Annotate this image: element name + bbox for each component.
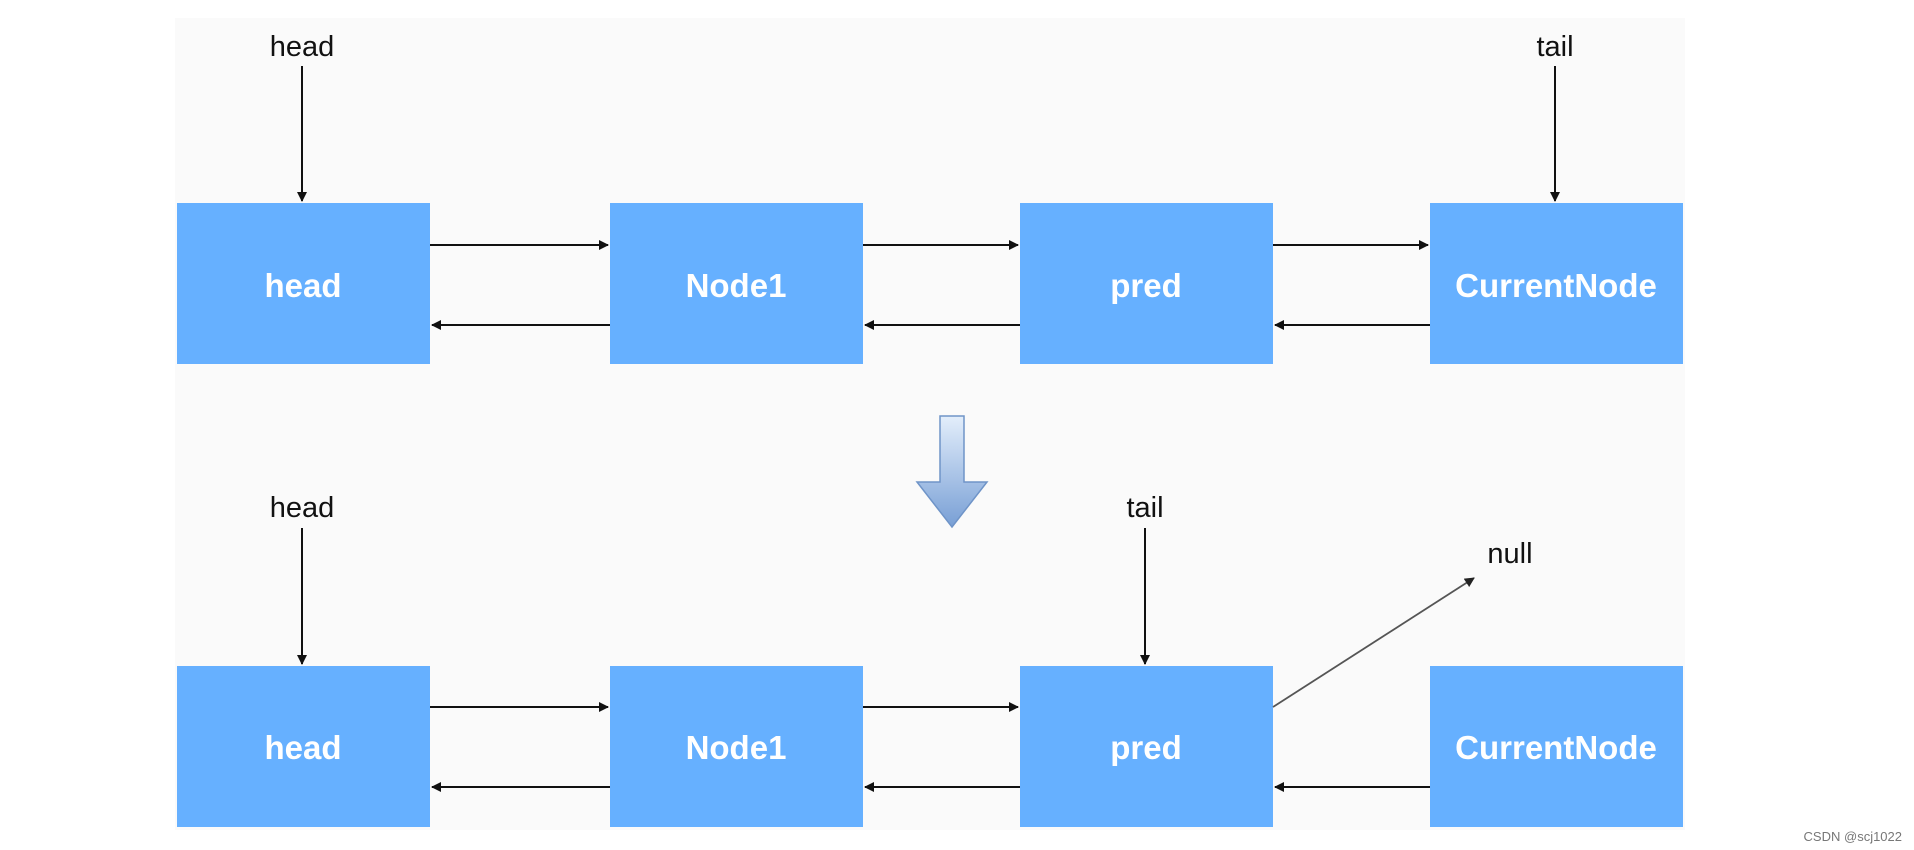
node-box [610, 666, 863, 827]
down-arrow-icon [915, 415, 989, 529]
node-label: CurrentNode [1455, 729, 1657, 766]
node-label: pred [1110, 267, 1182, 304]
node-box [177, 203, 430, 364]
node-label: CurrentNode [1455, 267, 1657, 304]
tail-pointer-label: tail [1126, 492, 1163, 524]
node-box [1020, 666, 1273, 827]
null-arrow [1272, 577, 1475, 708]
node-label: Node1 [686, 267, 787, 304]
before-diagram: head Node1 pred CurrentNode head tail [177, 31, 1683, 364]
watermark: CSDN @scj1022 [1803, 829, 1902, 844]
node-box [610, 203, 863, 364]
head-pointer-label: head [270, 31, 335, 63]
node-label: head [264, 729, 341, 766]
node-box [1430, 203, 1683, 364]
null-label: null [1487, 538, 1532, 570]
tail-pointer-label: tail [1536, 31, 1573, 63]
head-pointer-label: head [270, 492, 335, 524]
node-label: pred [1110, 729, 1182, 766]
node-box [177, 666, 430, 827]
node-box [1430, 666, 1683, 827]
node-box [1020, 203, 1273, 364]
node-label: head [264, 267, 341, 304]
node-label: Node1 [686, 729, 787, 766]
after-diagram: head Node1 pred CurrentNode head tail nu… [177, 492, 1683, 827]
